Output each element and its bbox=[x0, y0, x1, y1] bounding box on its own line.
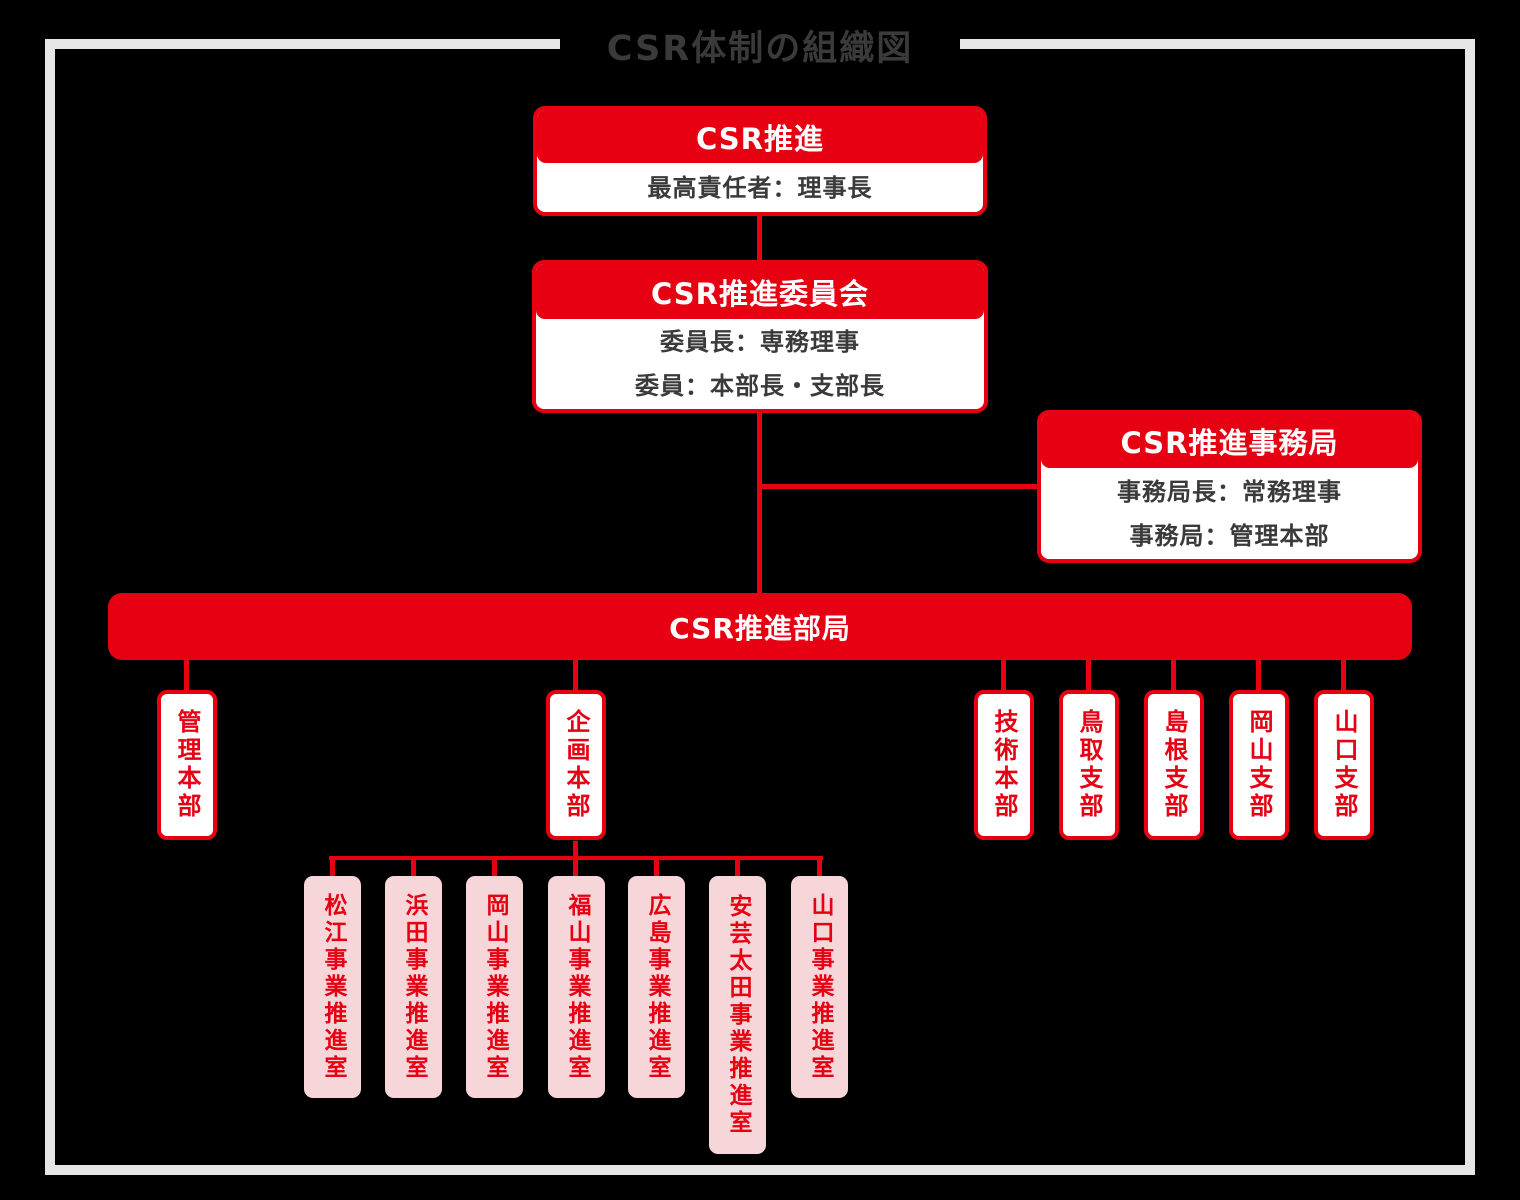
connector-bar-to-okayama-shibu bbox=[1256, 660, 1261, 690]
connector-bar-to-shimane-shibu bbox=[1171, 660, 1176, 690]
dept-box-shimane-shibu: 島根支部 bbox=[1144, 690, 1204, 840]
dept-label-kikaku-honbu: 企画本部 bbox=[562, 709, 590, 821]
office-label-yamaguchi: 山口事業推進室 bbox=[807, 892, 833, 1082]
connector-drop-hiroshima bbox=[654, 856, 659, 876]
csr-committee-line2: 委員：本部長・支部長 bbox=[635, 372, 885, 400]
office-box-okayama: 岡山事業推進室 bbox=[466, 876, 523, 1098]
office-box-hamada: 浜田事業推進室 bbox=[385, 876, 442, 1098]
connector-offices-horizontal bbox=[329, 856, 823, 860]
dept-label-tottori-shibu: 鳥取支部 bbox=[1075, 709, 1103, 821]
connector-bar-to-kanri-honbu bbox=[184, 660, 189, 690]
csr-committee-line1: 委員長：専務理事 bbox=[660, 328, 860, 356]
office-label-hamada: 浜田事業推進室 bbox=[401, 892, 427, 1082]
dept-box-yamaguchi-shibu: 山口支部 bbox=[1314, 690, 1374, 840]
csr-committee-body: 委員長：専務理事 委員：本部長・支部長 bbox=[536, 319, 984, 409]
office-box-matsue: 松江事業推進室 bbox=[304, 876, 361, 1098]
csr-secretariat-header: CSR推進事務局 bbox=[1041, 414, 1418, 468]
connector-drop-matsue bbox=[330, 856, 335, 876]
connector-drop-akiota bbox=[735, 856, 740, 876]
connector-drop-okayama-office bbox=[492, 856, 497, 876]
csr-promotion-body: 最高責任者：理事長 bbox=[537, 163, 983, 212]
csr-committee-header: CSR推進委員会 bbox=[536, 264, 984, 319]
office-label-fukuyama: 福山事業推進室 bbox=[564, 892, 590, 1082]
dept-label-gijutsu-honbu: 技術本部 bbox=[990, 709, 1018, 821]
dept-label-kanri-honbu: 管理本部 bbox=[173, 709, 201, 821]
dept-box-tottori-shibu: 鳥取支部 bbox=[1059, 690, 1119, 840]
office-label-matsue: 松江事業推進室 bbox=[320, 892, 346, 1082]
chart-title: CSR体制の組織図 bbox=[560, 16, 960, 74]
connector-drop-hamada bbox=[411, 856, 416, 876]
connector-branch-to-secretariat bbox=[760, 484, 1037, 489]
office-label-akiota: 安芸太田事業推進室 bbox=[725, 893, 751, 1137]
csr-promotion-box: CSR推進 最高責任者：理事長 bbox=[533, 106, 987, 216]
dept-label-yamaguchi-shibu: 山口支部 bbox=[1330, 709, 1358, 821]
office-label-hiroshima: 広島事業推進室 bbox=[644, 892, 670, 1082]
csr-secretariat-line2: 事務局：管理本部 bbox=[1129, 521, 1330, 550]
csr-committee-box: CSR推進委員会 委員長：専務理事 委員：本部長・支部長 bbox=[532, 260, 988, 413]
csr-secretariat-line1: 事務局長：常務理事 bbox=[1117, 477, 1342, 506]
office-box-akiota: 安芸太田事業推進室 bbox=[709, 876, 766, 1154]
csr-secretariat-body: 事務局長：常務理事 事務局：管理本部 bbox=[1041, 468, 1418, 559]
csr-secretariat-box: CSR推進事務局 事務局長：常務理事 事務局：管理本部 bbox=[1037, 410, 1422, 563]
connector-top-to-committee bbox=[757, 216, 762, 260]
csr-promotion-header: CSR推進 bbox=[537, 110, 983, 163]
connector-drop-yamaguchi-office bbox=[817, 856, 822, 876]
office-box-fukuyama: 福山事業推進室 bbox=[548, 876, 605, 1098]
dept-box-kikaku-honbu: 企画本部 bbox=[546, 690, 606, 840]
connector-bar-to-yamaguchi-shibu bbox=[1341, 660, 1346, 690]
connector-committee-to-bar bbox=[757, 413, 762, 593]
connector-bar-to-tottori-shibu bbox=[1086, 660, 1091, 690]
office-box-yamaguchi: 山口事業推進室 bbox=[791, 876, 848, 1098]
connector-bar-to-gijutsu-honbu bbox=[1001, 660, 1006, 690]
office-box-hiroshima: 広島事業推進室 bbox=[628, 876, 685, 1098]
dept-box-gijutsu-honbu: 技術本部 bbox=[974, 690, 1034, 840]
dept-box-kanri-honbu: 管理本部 bbox=[157, 690, 217, 840]
connector-bar-to-kikaku-honbu bbox=[573, 660, 578, 690]
dept-label-shimane-shibu: 島根支部 bbox=[1160, 709, 1188, 821]
dept-box-okayama-shibu: 岡山支部 bbox=[1229, 690, 1289, 840]
dept-label-okayama-shibu: 岡山支部 bbox=[1245, 709, 1273, 821]
csr-bureau-bar: CSR推進部局 bbox=[108, 593, 1412, 660]
csr-promotion-line1: 最高責任者：理事長 bbox=[647, 173, 873, 202]
office-label-okayama: 岡山事業推進室 bbox=[482, 892, 508, 1082]
